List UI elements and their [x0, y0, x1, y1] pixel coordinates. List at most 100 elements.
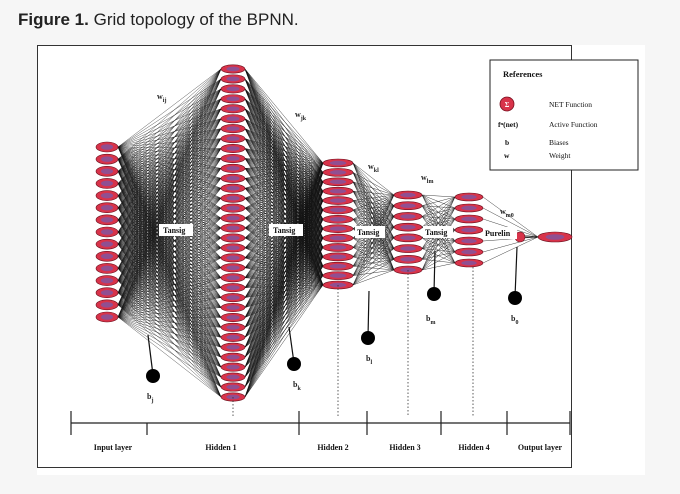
connection-line — [352, 181, 395, 217]
layer-label-input: Input layer — [94, 443, 133, 452]
connection-line — [352, 237, 395, 249]
connection-line — [117, 297, 222, 318]
connection-line — [117, 219, 222, 288]
connection-line — [244, 284, 324, 288]
connection-line — [352, 227, 395, 276]
neuron-core — [400, 214, 416, 219]
neuron-core — [100, 156, 114, 162]
connection-line — [352, 226, 395, 258]
neuron-core — [329, 273, 347, 278]
legend-symbol-3: w — [504, 151, 510, 160]
connection-line — [244, 138, 324, 164]
neuron-core — [226, 265, 240, 271]
connection-line — [244, 256, 324, 268]
figure-title: Grid topology of the BPNN. — [93, 10, 299, 29]
connection-line — [117, 292, 222, 378]
connection-line — [244, 162, 324, 318]
connection-line — [117, 267, 222, 318]
connection-line — [244, 162, 324, 239]
neuron-core — [226, 255, 240, 261]
connection-line — [117, 237, 222, 318]
neuron-core — [226, 176, 240, 181]
connection-line — [352, 200, 395, 206]
neuron-core — [226, 235, 240, 241]
legend-text-3: Weight — [549, 151, 571, 160]
connection-line — [117, 188, 222, 318]
bias-node-0 — [508, 291, 522, 305]
neuron-core — [329, 198, 347, 203]
activation-label-1: Tansig — [163, 226, 185, 235]
neuron-core — [226, 195, 240, 201]
connection-line — [352, 226, 395, 267]
connection-line — [244, 172, 324, 189]
connection-line — [244, 78, 324, 164]
connection-line — [352, 190, 395, 217]
connection-line — [117, 108, 222, 281]
connection-line — [244, 267, 324, 276]
connection-line — [244, 162, 324, 268]
figure-caption: Figure 1. Grid topology of the BPNN. — [18, 10, 299, 30]
connection-line — [117, 68, 222, 160]
connection-line — [244, 209, 324, 398]
connection-line — [117, 108, 222, 293]
connection-line — [244, 172, 324, 398]
connection-line — [244, 284, 324, 398]
bias-label-l: bl — [366, 354, 372, 366]
connection-line — [117, 307, 222, 318]
connection-line — [244, 228, 324, 268]
connection-line — [244, 162, 324, 199]
connection-line — [352, 172, 395, 196]
connection-line — [117, 78, 222, 293]
connection-line — [117, 231, 222, 328]
neuron-core — [226, 116, 240, 122]
connection-line — [244, 284, 324, 298]
neuron-core — [226, 66, 240, 72]
connection-line — [352, 194, 395, 248]
neuron-core — [226, 275, 240, 281]
connection-line — [117, 68, 222, 220]
diagram-panel: wij wjk wkl wlm wm0 bj bk bl bm b0 Tansi… — [37, 45, 645, 475]
connection-line — [244, 88, 324, 182]
neuron-core — [461, 260, 477, 266]
connection-line — [244, 138, 324, 173]
layer-label-output: Output layer — [518, 443, 563, 452]
connection-line — [244, 148, 324, 173]
connection-line — [244, 267, 324, 286]
connection-line — [244, 200, 324, 398]
neuron-core — [226, 325, 240, 330]
connection-line — [352, 162, 395, 228]
connection-line — [352, 181, 395, 238]
connection-line — [244, 118, 324, 164]
connection-line — [244, 172, 324, 219]
connection-line — [117, 108, 222, 305]
legend-title: References — [503, 69, 543, 79]
connection-line — [352, 190, 395, 206]
connection-line — [244, 181, 324, 398]
connection-line — [117, 68, 222, 172]
connection-line — [352, 172, 395, 238]
connection-line — [244, 98, 324, 173]
connection-line — [117, 178, 222, 318]
connection-line — [352, 194, 395, 229]
connection-line — [117, 268, 222, 328]
activation-label-5: Purelin — [485, 229, 511, 238]
connection-line — [352, 216, 395, 267]
connection-line — [117, 98, 222, 305]
connection-line — [244, 162, 324, 388]
connection-line — [117, 247, 222, 318]
connection-line — [117, 158, 222, 318]
weight-label-jk: wjk — [295, 110, 307, 122]
layer-label-hidden-2: Hidden 2 — [317, 443, 348, 452]
connection-line — [352, 162, 395, 206]
bias-node-k — [287, 357, 301, 371]
connection-line — [352, 191, 395, 238]
connection-line — [117, 168, 222, 318]
connection-line — [117, 68, 222, 148]
connection-line — [352, 200, 395, 228]
connection-line — [352, 209, 395, 228]
connection-line — [117, 280, 222, 338]
connection-line — [244, 237, 324, 288]
connection-line — [244, 181, 324, 199]
connection-line — [244, 219, 324, 268]
connection-line — [421, 194, 456, 198]
